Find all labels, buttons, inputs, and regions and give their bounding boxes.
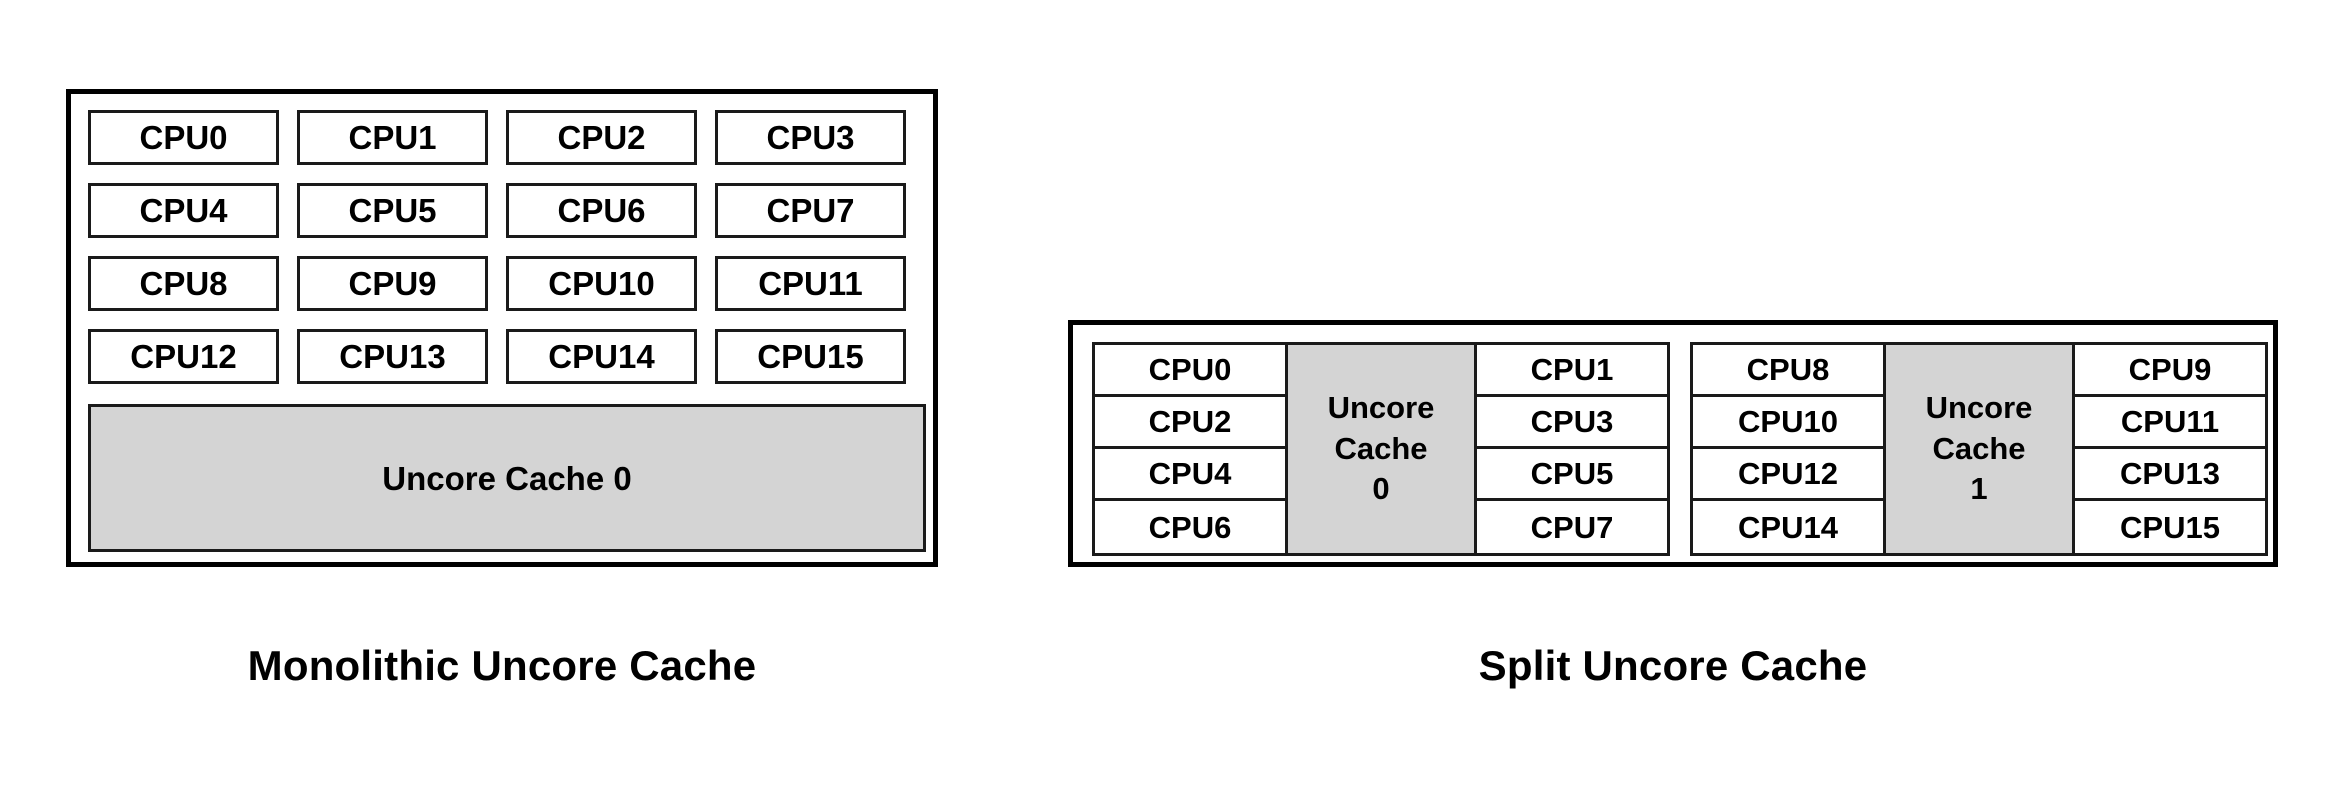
cpu-column-right: CPU9 CPU11 CPU13 CPU15 [2075, 345, 2265, 553]
cache-label-line: Cache [1932, 430, 2026, 466]
cpu-box: CPU15 [2075, 501, 2265, 553]
cpu-box: CPU3 [715, 110, 906, 165]
cpu-box: CPU11 [2075, 397, 2265, 449]
cpu-box: CPU5 [1477, 449, 1667, 501]
cpu-box: CPU7 [715, 183, 906, 238]
cpu-box: CPU4 [1095, 449, 1285, 501]
cpu-box: CPU15 [715, 329, 906, 384]
cpu-box: CPU11 [715, 256, 906, 311]
cache-label-line: Cache [1334, 430, 1428, 466]
cpu-box: CPU9 [2075, 345, 2265, 397]
cache-label-line: 0 [1372, 471, 1390, 507]
cpu-box: CPU2 [506, 110, 697, 165]
cpu-box: CPU5 [297, 183, 488, 238]
cpu-box: CPU10 [1693, 397, 1883, 449]
cpu-column-right: CPU1 CPU3 CPU5 CPU7 [1477, 345, 1667, 553]
split-diagram-frame: CPU0 CPU2 CPU4 CPU6 Uncore Cache 0 CPU1 … [1068, 320, 2278, 567]
cpu-box: CPU2 [1095, 397, 1285, 449]
uncore-cache-block: Uncore Cache 0 [88, 404, 926, 552]
cache-label-line: 1 [1970, 471, 1988, 507]
monolithic-diagram-frame: CPU0 CPU1 CPU2 CPU3 CPU4 CPU5 CPU6 CPU7 … [66, 89, 938, 567]
uncore-cache-block: Uncore Cache 1 [1883, 345, 2075, 553]
cpu-box: CPU8 [1693, 345, 1883, 397]
cache-label-line: Uncore [1925, 390, 2033, 426]
cpu-box: CPU1 [297, 110, 488, 165]
cpu-box: CPU0 [88, 110, 279, 165]
monolithic-cpu-grid: CPU0 CPU1 CPU2 CPU3 CPU4 CPU5 CPU6 CPU7 … [88, 110, 926, 384]
cpu-box: CPU14 [1693, 501, 1883, 553]
split-group: CPU8 CPU10 CPU12 CPU14 Uncore Cache 1 CP… [1690, 342, 2268, 556]
cpu-box: CPU13 [2075, 449, 2265, 501]
cpu-box: CPU12 [1693, 449, 1883, 501]
split-group-container: CPU0 CPU2 CPU4 CPU6 Uncore Cache 0 CPU1 … [1092, 342, 2268, 556]
uncore-cache-block: Uncore Cache 0 [1285, 345, 1477, 553]
cpu-box: CPU3 [1477, 397, 1667, 449]
cpu-box: CPU9 [297, 256, 488, 311]
cache-label-line: Uncore [1327, 390, 1435, 426]
cpu-box: CPU6 [506, 183, 697, 238]
cpu-box: CPU10 [506, 256, 697, 311]
cpu-box: CPU8 [88, 256, 279, 311]
cpu-box: CPU1 [1477, 345, 1667, 397]
cpu-box: CPU6 [1095, 501, 1285, 553]
cpu-box: CPU7 [1477, 501, 1667, 553]
split-caption: Split Uncore Cache [1478, 642, 1868, 689]
monolithic-caption: Monolithic Uncore Cache [247, 642, 757, 689]
cpu-box: CPU0 [1095, 345, 1285, 397]
split-group: CPU0 CPU2 CPU4 CPU6 Uncore Cache 0 CPU1 … [1092, 342, 1670, 556]
cpu-box: CPU12 [88, 329, 279, 384]
cpu-box: CPU4 [88, 183, 279, 238]
cpu-column-left: CPU8 CPU10 CPU12 CPU14 [1693, 345, 1883, 553]
cpu-box: CPU14 [506, 329, 697, 384]
cpu-box: CPU13 [297, 329, 488, 384]
cpu-column-left: CPU0 CPU2 CPU4 CPU6 [1095, 345, 1285, 553]
